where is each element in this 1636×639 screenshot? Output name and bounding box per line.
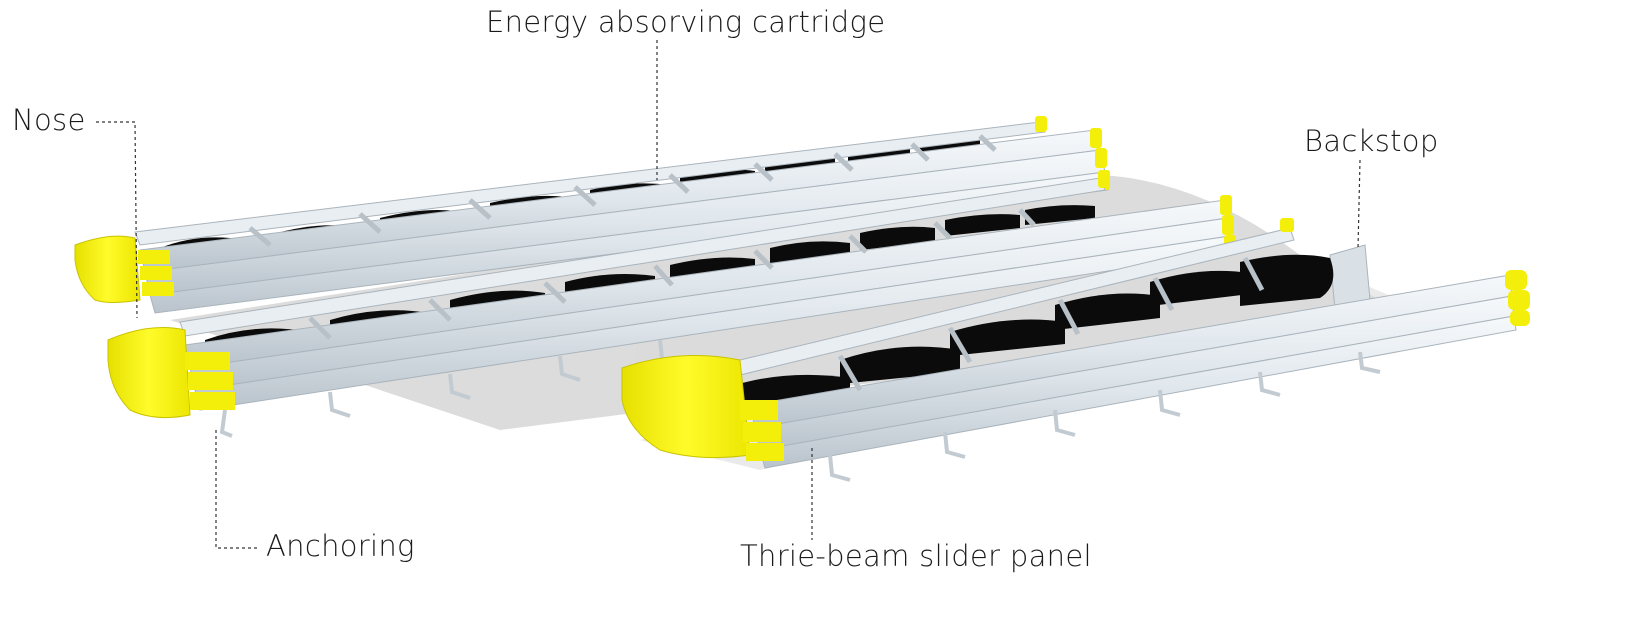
unit-back	[74, 116, 1110, 314]
unit-middle	[107, 172, 1236, 438]
leader-nose	[96, 121, 138, 319]
leader-backstop	[1357, 159, 1361, 249]
crossbars-middle	[308, 208, 1036, 340]
rails-middle	[179, 177, 1233, 411]
label-anchoring: Anchoring	[266, 529, 415, 563]
crossbars-back	[248, 134, 997, 247]
endcaps-front	[1280, 218, 1530, 326]
nose-front	[621, 355, 784, 461]
nose-middle	[107, 327, 235, 419]
leader-lines	[96, 40, 1361, 549]
label-thrie-beam-slider-panel: Thrie-beam slider panel	[740, 539, 1092, 573]
rails-back	[134, 121, 1109, 314]
leader-anchoring	[215, 430, 258, 549]
anchor-legs-front	[828, 351, 1381, 482]
rails-front	[689, 227, 1517, 469]
nose-back	[74, 235, 174, 303]
unit-front	[621, 218, 1530, 482]
label-energy-absorbing-cartridge: Energy absorving cartridge	[486, 5, 886, 39]
label-nose: Nose	[12, 103, 86, 137]
crossbars-front	[837, 256, 1265, 392]
label-backstop: Backstop	[1304, 124, 1439, 158]
